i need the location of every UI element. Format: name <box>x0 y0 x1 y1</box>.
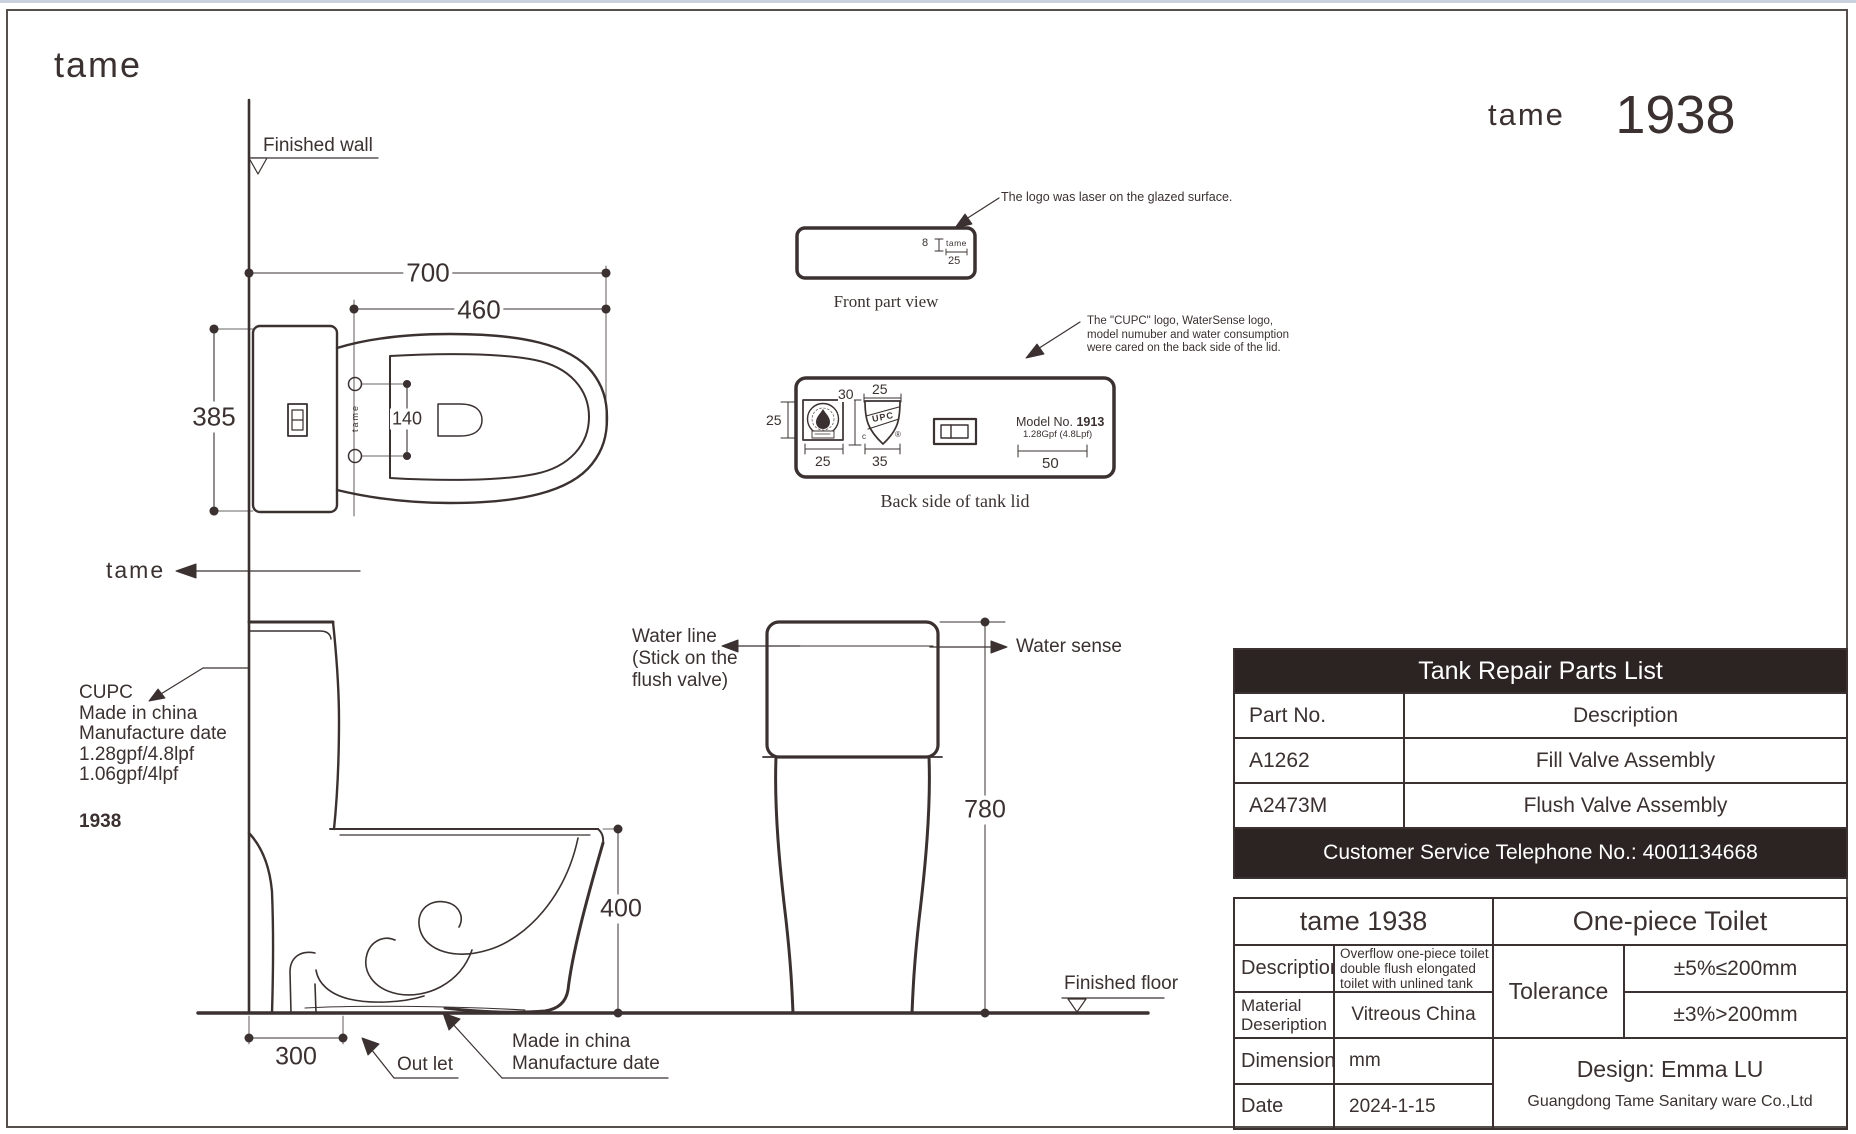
spec-desc-line2: double flush elongated <box>1340 961 1476 976</box>
parts-row-part: A2473M <box>1233 782 1405 829</box>
title-logo: tame <box>1488 97 1565 132</box>
spec-table: tame 1938 One-piece Toilet Description O… <box>1233 897 1848 1130</box>
spec-material-value: Vitreous China <box>1333 991 1494 1039</box>
frontpart-caption: Front part view <box>833 292 939 311</box>
water-line-2: (Stick on the <box>632 648 738 669</box>
spec-date-label: Date <box>1233 1083 1335 1130</box>
spec-dimensions-value: mm <box>1333 1037 1494 1085</box>
spec-tolerance-2: ±3%>200mm <box>1623 991 1848 1039</box>
spec-desc-line1: Overflow one-piece toilet <box>1340 946 1489 961</box>
note-gpf-2: 1.06gpf/4lpf <box>79 764 179 785</box>
spec-product: tame 1938 <box>1233 897 1494 946</box>
lid-upc-r: ® <box>895 430 901 439</box>
water-line-3: flush valve) <box>632 670 729 691</box>
spec-date-value: 2024-1-15 <box>1333 1083 1494 1130</box>
lid-model-value: 1913 <box>1076 415 1105 429</box>
spec-tolerance-label: Tolerance <box>1492 944 1625 1039</box>
sheet-frame <box>6 9 1848 1128</box>
spec-desc-line3: toilet with unlined tank <box>1340 976 1473 991</box>
spec-type: One-piece Toilet <box>1492 897 1848 946</box>
front-part-view <box>795 197 1000 280</box>
front-dim-780: 780 <box>961 795 1009 825</box>
lid-upc-c: c <box>862 432 866 441</box>
window-edge-strip <box>0 0 1856 3</box>
left-notes-model: 1938 <box>79 811 122 832</box>
lid-caption: Back side of tank lid <box>880 491 1030 511</box>
parts-table-footer: Customer Service Telephone No.: 40011346… <box>1233 827 1848 879</box>
note-manufacture-date: Manufacture date <box>79 723 227 744</box>
outlet-label: Out let <box>397 1054 453 1075</box>
spec-dimensions-label: Dimensions <box>1233 1037 1335 1085</box>
brand-logo: tame <box>54 44 143 85</box>
floor-line <box>196 997 1165 1015</box>
lid-dim-ws-height: 25 <box>766 412 782 428</box>
title-block: tame 1938 <box>1488 84 1736 146</box>
parts-row-part: A1262 <box>1233 737 1405 784</box>
wall-line <box>247 98 379 1015</box>
lid-dim-50: 50 <box>1042 455 1059 472</box>
water-line-label: Water line (Stick on the flush valve) <box>632 626 738 692</box>
plan-tame-mark: tame <box>350 403 360 433</box>
spec-company: Guangdong Tame Sanitary ware Co.,Ltd <box>1527 1093 1813 1110</box>
spec-design: Design: Emma LU <box>1576 1056 1764 1082</box>
lid-annotation-line1: The "CUPC" logo, WaterSense logo, <box>1087 315 1274 327</box>
note-cupc: CUPC <box>79 682 133 703</box>
lid-dim-shield-bottom: 35 <box>872 453 888 469</box>
lid-model-no: Model No. 1913 <box>1016 415 1104 429</box>
made-line2: Manufacture date <box>512 1053 660 1074</box>
left-notes: CUPC Made in china Manufacture date 1.28… <box>79 682 227 786</box>
plan-dim-700: 700 <box>403 257 453 289</box>
made-in-china-label: Made in china Manufacture date <box>512 1031 660 1075</box>
finished-wall-label: Finished wall <box>263 135 373 156</box>
spec-material-label-1: Material <box>1241 996 1302 1015</box>
parts-col-part: Part No. <box>1233 692 1405 739</box>
tank-lid-view <box>780 321 1116 479</box>
spec-desc-value: Overflow one-piece toilet double flush e… <box>1333 944 1494 993</box>
note-gpf-1: 1.28gpf/4.8lpf <box>79 743 195 765</box>
parts-col-desc: Description <box>1403 692 1848 739</box>
frontpart-dim-8: 8 <box>922 237 929 249</box>
lid-dim-ws-width: 25 <box>815 453 831 469</box>
note-made-in-china: Made in china <box>79 702 198 724</box>
spec-material-label-2: Deseription <box>1241 1015 1327 1034</box>
spec-design-cell: Design: Emma LU Guangdong Tame Sanitary … <box>1492 1037 1848 1130</box>
made-line1: Made in china <box>512 1031 631 1052</box>
side-dim-300: 300 <box>275 1042 317 1071</box>
plan-dim-460: 460 <box>454 294 504 326</box>
frontpart-dim-25: 25 <box>948 255 961 267</box>
finished-floor-label: Finished floor <box>1064 973 1179 994</box>
parts-table-title: Tank Repair Parts List <box>1233 648 1848 694</box>
lid-dim-shield-top: 25 <box>872 381 888 397</box>
spec-material-label: Material Deseription <box>1233 991 1335 1039</box>
spec-desc-label: Description <box>1233 944 1335 993</box>
plan-view <box>251 324 609 514</box>
lid-model-label: Model No. <box>1016 415 1073 429</box>
lid-consumption: 1.28Gpf (4.8Lpf) <box>1023 429 1093 440</box>
title-model-number: 1938 <box>1615 85 1736 145</box>
parts-table: Tank Repair Parts List Part No. Descript… <box>1233 648 1848 879</box>
frontpart-annotation: The logo was laser on the glazed surface… <box>1001 190 1233 204</box>
water-sense-label: Water sense <box>1016 636 1122 657</box>
water-line-1: Water line <box>632 626 717 647</box>
tame-callout-arrow <box>175 563 361 579</box>
frontpart-logo: tame <box>946 238 967 248</box>
cupc-leader-arrow <box>148 667 249 702</box>
lid-dim-shield-height: 30 <box>838 386 854 402</box>
side-dim-400: 400 <box>597 894 645 924</box>
plan-dim-140: 140 <box>389 408 425 430</box>
lid-annotation-line3: were cared on the back side of the lid. <box>1087 342 1281 354</box>
lid-annotation-line2: model numuber and water consumption <box>1087 328 1290 341</box>
parts-row-desc: Flush Valve Assembly <box>1403 782 1848 829</box>
parts-row-desc: Fill Valve Assembly <box>1403 737 1848 784</box>
plan-dim-385: 385 <box>189 401 239 433</box>
spec-tolerance-1: ±5%≤200mm <box>1623 944 1848 993</box>
side-section-view <box>244 620 669 1079</box>
lid-annotation: The "CUPC" logo, WaterSense logo, model … <box>1087 315 1289 356</box>
tame-callout-label: tame <box>106 557 166 583</box>
